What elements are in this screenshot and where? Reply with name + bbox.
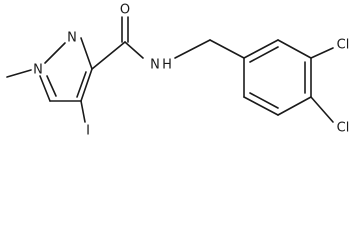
bond-n-ch2 [174, 39, 211, 59]
bond-ar-2-3 [277, 39, 312, 59]
bond-carbonyl-n [124, 41, 144, 59]
iodine-label: I [86, 124, 90, 139]
bond-c5-n1 [39, 75, 51, 102]
bond-ar4-cl [310, 96, 334, 123]
carbonyl-oxygen-label: O [120, 3, 130, 18]
bond-n1-n2 [44, 42, 66, 64]
bond-ar-1-2 [243, 39, 279, 59]
bond-ar3-cl [310, 47, 334, 59]
bond-ar-1-2-inner [249, 46, 279, 63]
bond-ar-5-6-inner [249, 92, 279, 109]
bond-c3-c4-inner [76, 71, 87, 98]
bond-n2-c3 [80, 37, 93, 70]
bond-c3-c4 [80, 68, 93, 102]
chlorine-3-label: Cl [337, 38, 350, 53]
chemical-structure: N N O N H I Cl Cl [6, 3, 350, 139]
bond-c3-carbonyl [91, 41, 126, 70]
amide-hydrogen-label: H [162, 58, 172, 73]
pyrazole-ring [39, 37, 93, 102]
benzene-ring [243, 39, 312, 116]
chlorine-4-label: Cl [337, 121, 350, 136]
pyrazole-n1-label: N [33, 63, 43, 78]
pyrazole-n2-label: N [67, 31, 77, 46]
amide-nitrogen-label: N [150, 58, 160, 73]
bond-ch2-ring [209, 39, 245, 59]
bond-c5-n1-inner [46, 75, 57, 97]
bond-c4-iodine [80, 100, 86, 123]
bond-n1-methyl [6, 69, 32, 78]
bond-ar-5-6 [243, 96, 279, 116]
bond-ar-4-5 [277, 96, 312, 116]
